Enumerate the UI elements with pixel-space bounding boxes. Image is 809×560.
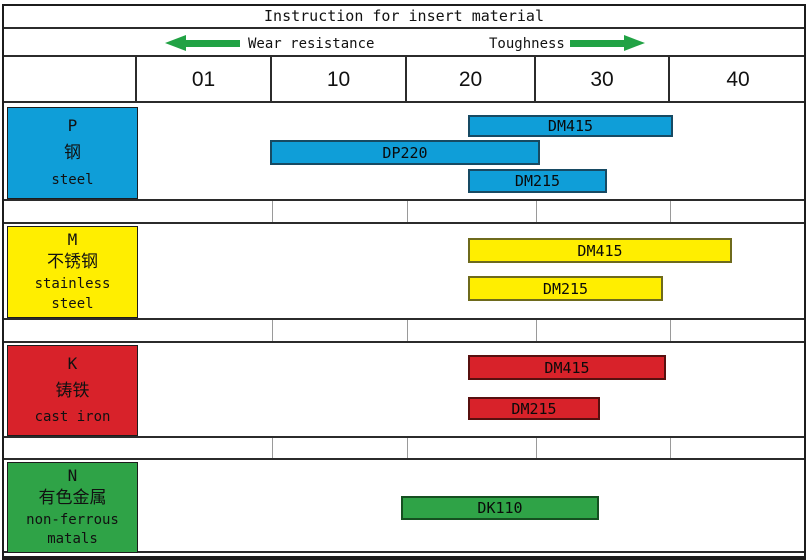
- arrow-shaft: [570, 40, 627, 47]
- scale-tick-10: 10: [272, 57, 407, 103]
- column-gridline: [536, 438, 537, 458]
- separator-row: [2, 201, 806, 224]
- column-gridline: [272, 320, 273, 341]
- axis-annotation-row: Wear resistance Toughness: [2, 29, 806, 57]
- material-name-label: 有色金属: [38, 487, 107, 508]
- column-gridline: [407, 438, 408, 458]
- grade-bar-DM415: DM415: [468, 115, 673, 137]
- separator-row: [2, 320, 806, 343]
- grade-bar-DM415: DM415: [468, 355, 666, 380]
- material-name-label: stainless: [34, 276, 111, 293]
- arrow-head-icon: [165, 35, 186, 51]
- arrow-head-icon: [624, 35, 645, 51]
- wear-resistance-label: Wear resistance: [248, 36, 375, 52]
- column-gridline: [670, 438, 671, 458]
- scale-tick-30: 30: [536, 57, 670, 103]
- material-name-label: 铸铁: [55, 380, 90, 401]
- scale-tick-40: 40: [726, 68, 750, 91]
- material-name-label: matals: [47, 531, 98, 548]
- material-name-label: non-ferrous: [26, 511, 119, 528]
- column-gridline: [536, 201, 537, 222]
- toughness-arrow-right-icon: [570, 35, 645, 51]
- column-gridline: [670, 320, 671, 341]
- material-name-label: 钢: [64, 143, 81, 164]
- column-gridline: [407, 201, 408, 222]
- material-cell-K: K 铸铁 cast iron: [7, 345, 138, 436]
- grade-bar-DM215: DM215: [468, 397, 600, 420]
- arrow-shaft: [183, 40, 240, 47]
- grade-bar-DM415: DM415: [468, 238, 732, 263]
- column-gridline: [536, 320, 537, 341]
- grade-bar-DK110: DK110: [401, 496, 599, 520]
- material-name-label: 不锈钢: [47, 252, 98, 273]
- material-name-label: cast iron: [34, 409, 111, 426]
- grade-bar-DP220: DP220: [270, 140, 540, 165]
- column-gridline: [272, 438, 273, 458]
- toughness-label: Toughness: [489, 36, 565, 52]
- scale-tick-01: 01: [137, 57, 272, 103]
- column-gridline: [407, 320, 408, 341]
- wear-resistance-arrow-left-icon: [165, 35, 240, 51]
- scale-corner-cell: [2, 57, 137, 103]
- material-name-label: steel: [51, 296, 94, 313]
- material-code-label: N: [67, 465, 78, 485]
- material-code-label: P: [67, 116, 78, 136]
- separator-row: [2, 438, 806, 460]
- column-gridline: [272, 201, 273, 222]
- scale-tick-20: 20: [407, 57, 536, 103]
- grade-bar-DM215: DM215: [468, 169, 607, 193]
- material-code-label: K: [67, 353, 78, 373]
- material-name-label: steel: [51, 172, 94, 189]
- chart-title: Instruction for insert material: [2, 4, 806, 29]
- column-gridline: [670, 201, 671, 222]
- grade-bar-DM215: DM215: [468, 276, 663, 301]
- material-code-label: M: [67, 230, 78, 250]
